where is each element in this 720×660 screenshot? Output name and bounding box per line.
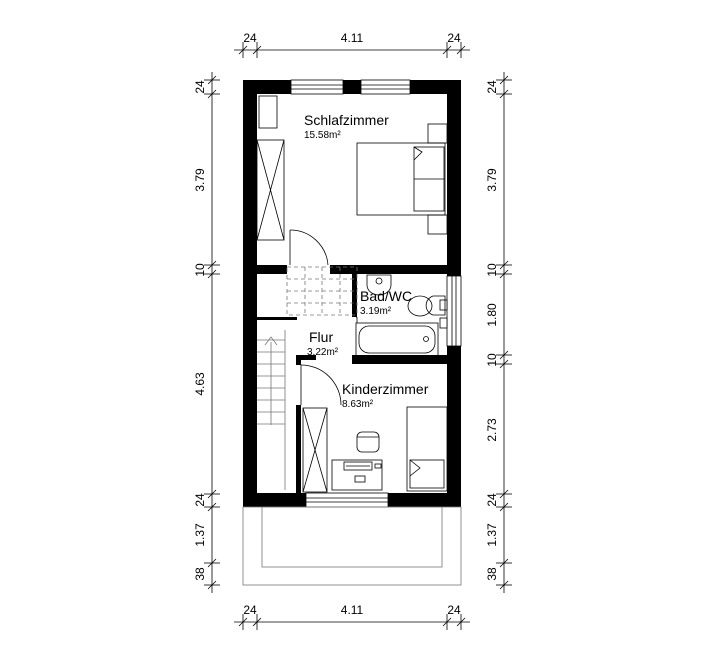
dimension-top: 24 4.11 24 [234, 31, 470, 58]
dim-right-9: 38 [485, 567, 499, 581]
wardrobe-kinderzimmer [302, 407, 328, 493]
balcony [242, 506, 462, 586]
desk-and-chair [331, 431, 383, 491]
dim-right-2: 3.79 [485, 168, 499, 192]
label-bad: Bad/WC [360, 288, 412, 304]
watermark: www.grundriss.com [245, 397, 257, 493]
dim-right-5: 10 [485, 353, 499, 367]
dim-left-3: 10 [193, 263, 207, 277]
label-kinderzimmer: Kinderzimmer [342, 381, 429, 397]
dim-right-7: 24 [485, 493, 499, 507]
dim-bottom-middle: 4.11 [341, 603, 364, 617]
area-flur: 3.22m² [307, 347, 339, 358]
outer-walls [243, 80, 461, 507]
dim-left-4: 4.63 [193, 372, 207, 396]
dim-bottom-right: 24 [447, 603, 461, 617]
dim-right-4: 1.80 [485, 303, 499, 327]
bathroom-fixtures [352, 274, 446, 357]
dim-right-8: 1.37 [485, 523, 499, 547]
window-bathroom [439, 275, 462, 347]
label-schlafzimmer: Schlafzimmer [304, 112, 389, 128]
label-flur: Flur [309, 329, 333, 345]
window-top-left [290, 79, 344, 95]
dim-top-left: 24 [243, 31, 257, 45]
dim-right-3: 10 [485, 263, 499, 277]
dim-left-1: 24 [193, 80, 207, 94]
dim-left-2: 3.79 [193, 168, 207, 192]
dim-left-5: 24 [193, 493, 207, 507]
wardrobe-bedroom [256, 95, 285, 241]
dim-right-6: 2.73 [485, 418, 499, 442]
area-bad: 3.19m² [360, 306, 392, 317]
window-bottom [305, 492, 389, 508]
double-bed [356, 123, 448, 235]
dim-left-6: 1.37 [193, 523, 207, 547]
area-schlafzimmer: 15.58m² [304, 130, 341, 141]
dimension-bottom: 24 4.11 24 [234, 603, 470, 630]
door-kinderzimmer [300, 364, 342, 406]
dim-left-7: 38 [193, 567, 207, 581]
staircase [257, 266, 358, 490]
dim-right-ticks [496, 75, 512, 590]
door-bedroom [289, 229, 329, 266]
dim-bottom-left: 24 [243, 603, 257, 617]
dim-right-1: 24 [485, 80, 499, 94]
dim-top-right: 24 [447, 31, 461, 45]
window-top-right [360, 79, 411, 95]
dimension-left: 24 3.79 10 4.63 24 1.37 38 [193, 72, 220, 593]
dimension-right: 24 3.79 10 1.80 10 2.73 24 1.37 38 [485, 72, 512, 593]
child-bed [406, 406, 448, 492]
inner-walls [257, 265, 447, 495]
area-kinderzimmer: 8.63m² [342, 399, 374, 410]
dim-top-middle: 4.11 [341, 31, 364, 45]
dim-left-ticks [204, 75, 220, 590]
